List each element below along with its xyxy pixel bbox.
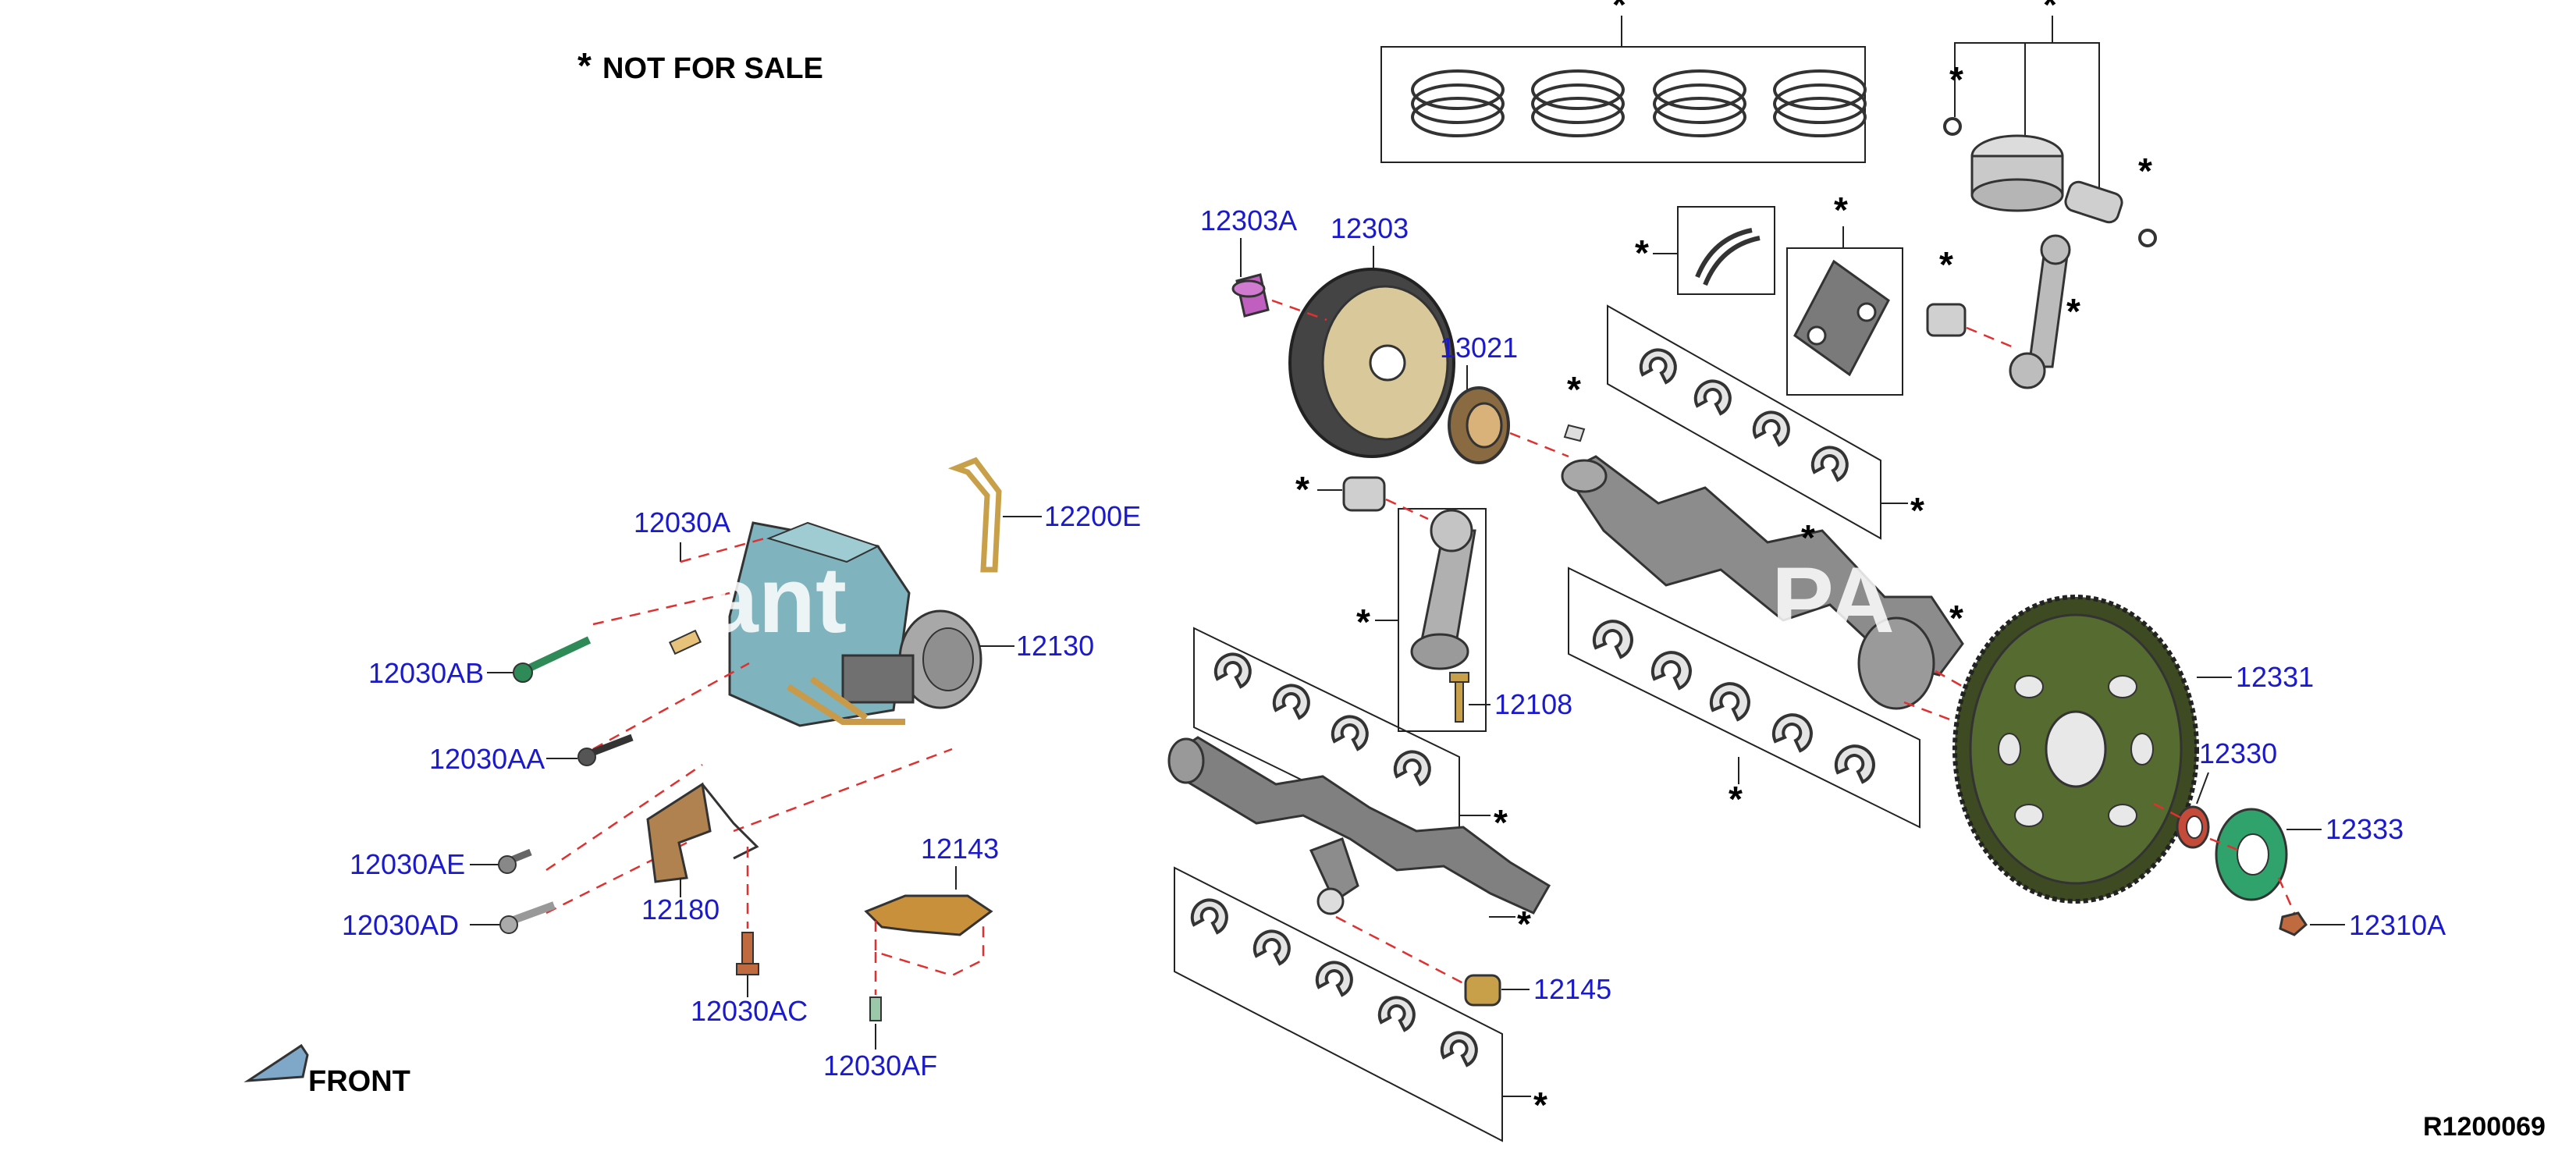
cam-bearing-upper-star: * — [1494, 802, 1508, 843]
callout-12330: 12330 — [2199, 737, 2277, 769]
callout-12303: 12303 — [1331, 212, 1409, 244]
piston-clip2-star: * — [2138, 151, 2152, 191]
piston-rings-star: * — [1612, 0, 1626, 25]
rod-cap-group: * — [1786, 190, 1903, 396]
lower-main-bearing-star: * — [1729, 779, 1743, 819]
callout-12303A: 12303A — [1200, 204, 1297, 236]
front-direction-indicator: FRONT — [243, 1043, 410, 1098]
callout-12030AF: 12030AF — [823, 1050, 937, 1082]
upper-main-bearings-group: * — [1607, 304, 1924, 540]
crank-key-group: * — [1563, 369, 1586, 442]
rod-bushing-star: * — [1939, 244, 1953, 285]
oil-pump-group: 12130 12030A — [545, 506, 1094, 915]
callout-12030AA: 12030AA — [429, 743, 545, 775]
note-text: NOT FOR SALE — [602, 52, 823, 85]
center-con-rod-group: * * 12108 — [1295, 469, 1572, 732]
crank-pin-star: * — [1949, 598, 1963, 638]
thrust-washer-star: * — [1635, 233, 1649, 273]
piston-rings-group: * — [1380, 0, 1867, 163]
crank-plug-star: * — [1801, 517, 1815, 558]
callout-12030AB: 12030AB — [368, 657, 484, 689]
cam-bearings-upper-group: * — [1193, 627, 1508, 858]
callout-12180: 12180 — [641, 893, 720, 925]
callout-12030AC: 12030AC — [691, 995, 808, 1027]
piston-star: * — [2043, 0, 2057, 25]
center-con-rod-star: * — [1356, 602, 1370, 642]
camshaft-group: * — [1167, 736, 1551, 944]
crankshaft-group: * * — [1561, 455, 1999, 739]
callout-12333: 12333 — [2326, 813, 2404, 845]
callout-12130: 12130 — [1016, 630, 1094, 662]
callout-12143: 12143 — [921, 833, 999, 865]
reference-code: R1200069 — [2423, 1112, 2546, 1142]
watermark-left: ant — [706, 548, 847, 652]
bolt-12030AC-group: 12030AC — [691, 847, 808, 1027]
cam-bearings-lower-group: * — [1174, 866, 1547, 1142]
callout-12030AE: 12030AE — [350, 848, 465, 880]
camshaft-star: * — [1517, 904, 1531, 944]
flexplate-group: 12331 — [1952, 595, 2314, 904]
reinforcement-plate-group: 12333 — [2209, 808, 2404, 901]
front-label: FRONT — [308, 1065, 410, 1098]
callout-12145: 12145 — [1533, 973, 1611, 1005]
callout-12030A: 12030A — [634, 506, 730, 538]
crank-pulley-group: 12303A 12303 — [1200, 204, 1455, 458]
thrust-washer-group: * — [1635, 206, 1775, 295]
lower-main-bearings-group: * — [1568, 567, 1920, 829]
not-for-sale-note: * NOT FOR SALE — [577, 45, 823, 86]
callout-12108: 12108 — [1494, 688, 1572, 720]
callout-13021: 13021 — [1440, 332, 1518, 364]
callout-12200E: 12200E — [1044, 500, 1141, 532]
piston-group: * * * — [1943, 0, 2157, 247]
flexplate-bolt-group: 12310A — [2277, 877, 2446, 941]
watermark-right: PA — [1771, 548, 1895, 652]
oil-pump-bracket-group: 12180 — [641, 782, 759, 925]
upper-main-bearing-star: * — [1910, 490, 1924, 531]
oil-pump-bolts-group: 12030AB 12030AA 12030AE 12030AD — [342, 629, 702, 941]
cam-bearing-lower-star: * — [1533, 1085, 1547, 1125]
con-rod-star: * — [2066, 291, 2080, 332]
seal-group: 12330 — [2153, 737, 2277, 849]
cam-bushing-group: 12145 — [1335, 915, 1611, 1007]
crank-sprocket-group: 13021 — [1440, 332, 1569, 464]
note-marker: * — [577, 45, 592, 86]
rod-cap-star: * — [1834, 190, 1848, 230]
crank-key-star: * — [1567, 369, 1581, 410]
front-arrow-icon — [243, 1043, 309, 1082]
bracket-12143-group: 12143 12030AF — [823, 833, 999, 1082]
callout-12030AD: 12030AD — [342, 909, 459, 941]
piston-pin-bushing-star: * — [1295, 469, 1309, 510]
oil-strainer-gasket-group: 12200E — [947, 456, 1141, 573]
callout-12331: 12331 — [2236, 661, 2314, 693]
piston-clip-star: * — [1949, 59, 1963, 100]
connecting-rod-group: * * — [1926, 234, 2080, 389]
callout-12310A: 12310A — [2349, 909, 2446, 941]
